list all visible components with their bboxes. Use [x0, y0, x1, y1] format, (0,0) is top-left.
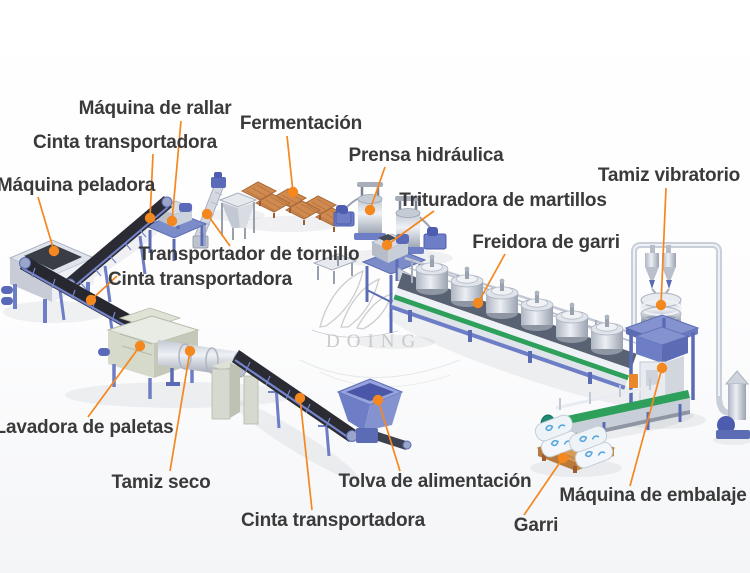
leader-line-maquina-de-rallar — [171, 120, 182, 222]
anchor-dot-maquina-de-embalaje — [656, 362, 668, 374]
pneumatic-pipe-frame — [631, 242, 722, 398]
anchor-dot-freidora-de-garri — [472, 297, 484, 309]
leader-line-freidora-de-garri — [477, 253, 506, 304]
leader-line-trituradora-de-martillos — [386, 210, 435, 246]
feed-hopper-illustration — [336, 378, 412, 450]
fermentation-trays-illustration — [240, 181, 352, 232]
anchor-dot-maquina-de-rallar — [166, 215, 178, 227]
leader-line-cinta-transportadora-3 — [299, 397, 313, 511]
leader-line-garri — [523, 457, 564, 516]
anchor-dot-tamiz-seco — [184, 345, 196, 357]
leader-line-maquina-de-embalaje — [629, 367, 663, 487]
leader-line-cinta-transportadora-1 — [149, 153, 154, 219]
small-table-illustration — [312, 206, 358, 284]
leader-line-tamiz-seco — [169, 350, 191, 472]
blower-illustration — [716, 370, 750, 439]
anchor-dot-tamiz-vibratorio — [655, 299, 667, 311]
leader-line-maquina-peladora — [37, 196, 55, 252]
leader-line-fermentacion — [286, 135, 294, 193]
support-pedestals — [211, 360, 259, 425]
leader-line-prensa-hidraulica — [369, 166, 386, 211]
leader-line-tolva-de-alimentacion — [377, 399, 401, 472]
anchor-dot-garri — [557, 452, 569, 464]
buffer-hopper-illustration — [218, 192, 258, 240]
anchor-dot-maquina-peladora — [48, 245, 60, 257]
garri-bags — [534, 414, 614, 469]
anchor-dot-fermentacion — [287, 186, 299, 198]
garri-fryer-line-illustration — [390, 256, 639, 390]
anchor-dot-cinta-transportadora-3 — [294, 392, 306, 404]
anchor-dot-prensa-hidraulica — [364, 204, 376, 216]
anchor-dot-lavadora-de-paletas — [134, 340, 146, 352]
grating-machine-illustration — [144, 200, 208, 261]
leader-line-lavadora-de-paletas — [87, 345, 141, 418]
inclined-conveyor-3-illustration — [232, 350, 358, 457]
garri-bags-pallet-illustration — [534, 414, 616, 473]
anchor-dot-cinta-transportadora-1 — [144, 212, 156, 224]
anchor-dot-tolva-de-alimentacion — [372, 394, 384, 406]
doing-watermark-text: DOING — [326, 331, 422, 352]
leader-line-tamiz-vibratorio — [660, 187, 667, 306]
anchor-dot-cinta-transportadora-2 — [85, 294, 97, 306]
anchor-dot-transportador-de-tornillo — [201, 208, 213, 220]
leader-line-cinta-transportadora-2 — [90, 275, 118, 301]
leader-line-transportador-de-tornillo — [206, 213, 231, 247]
anchor-dot-trituradora-de-martillos — [381, 239, 393, 251]
